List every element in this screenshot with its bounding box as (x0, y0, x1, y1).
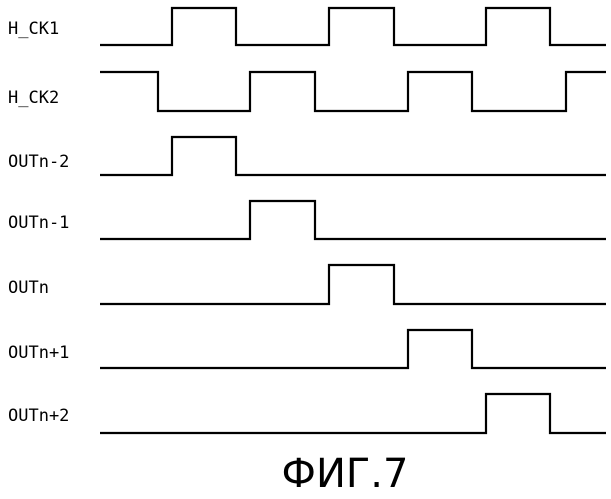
signal-waveform (100, 201, 606, 239)
signal-label: OUTn+1 (8, 343, 69, 363)
signal-row: H_CK2 (8, 72, 606, 111)
signal-label: OUTn+2 (8, 406, 69, 426)
signal-label: H_CK2 (8, 88, 59, 108)
signal-waveform (100, 137, 606, 175)
signal-label: OUTn (8, 278, 49, 298)
signal-rows: H_CK1H_CK2OUTn-2OUTn-1OUTnOUTn+1OUTn+2 (8, 8, 606, 433)
signal-label: OUTn-2 (8, 152, 69, 172)
signal-row: OUTn+2 (8, 394, 606, 433)
signal-label: H_CK1 (8, 19, 59, 39)
signal-label: OUTn-1 (8, 213, 69, 233)
signal-row: OUTn+1 (8, 330, 606, 368)
signal-waveform (100, 72, 606, 111)
signal-row: OUTn-2 (8, 137, 606, 175)
signal-row: H_CK1 (8, 8, 606, 45)
signal-waveform (100, 8, 606, 45)
signal-waveform (100, 394, 606, 433)
signal-waveform (100, 330, 606, 368)
signal-waveform (100, 265, 606, 304)
signal-row: OUTn-1 (8, 201, 606, 239)
figure-caption: ФИГ.7 (282, 451, 409, 497)
signal-row: OUTn (8, 265, 606, 304)
